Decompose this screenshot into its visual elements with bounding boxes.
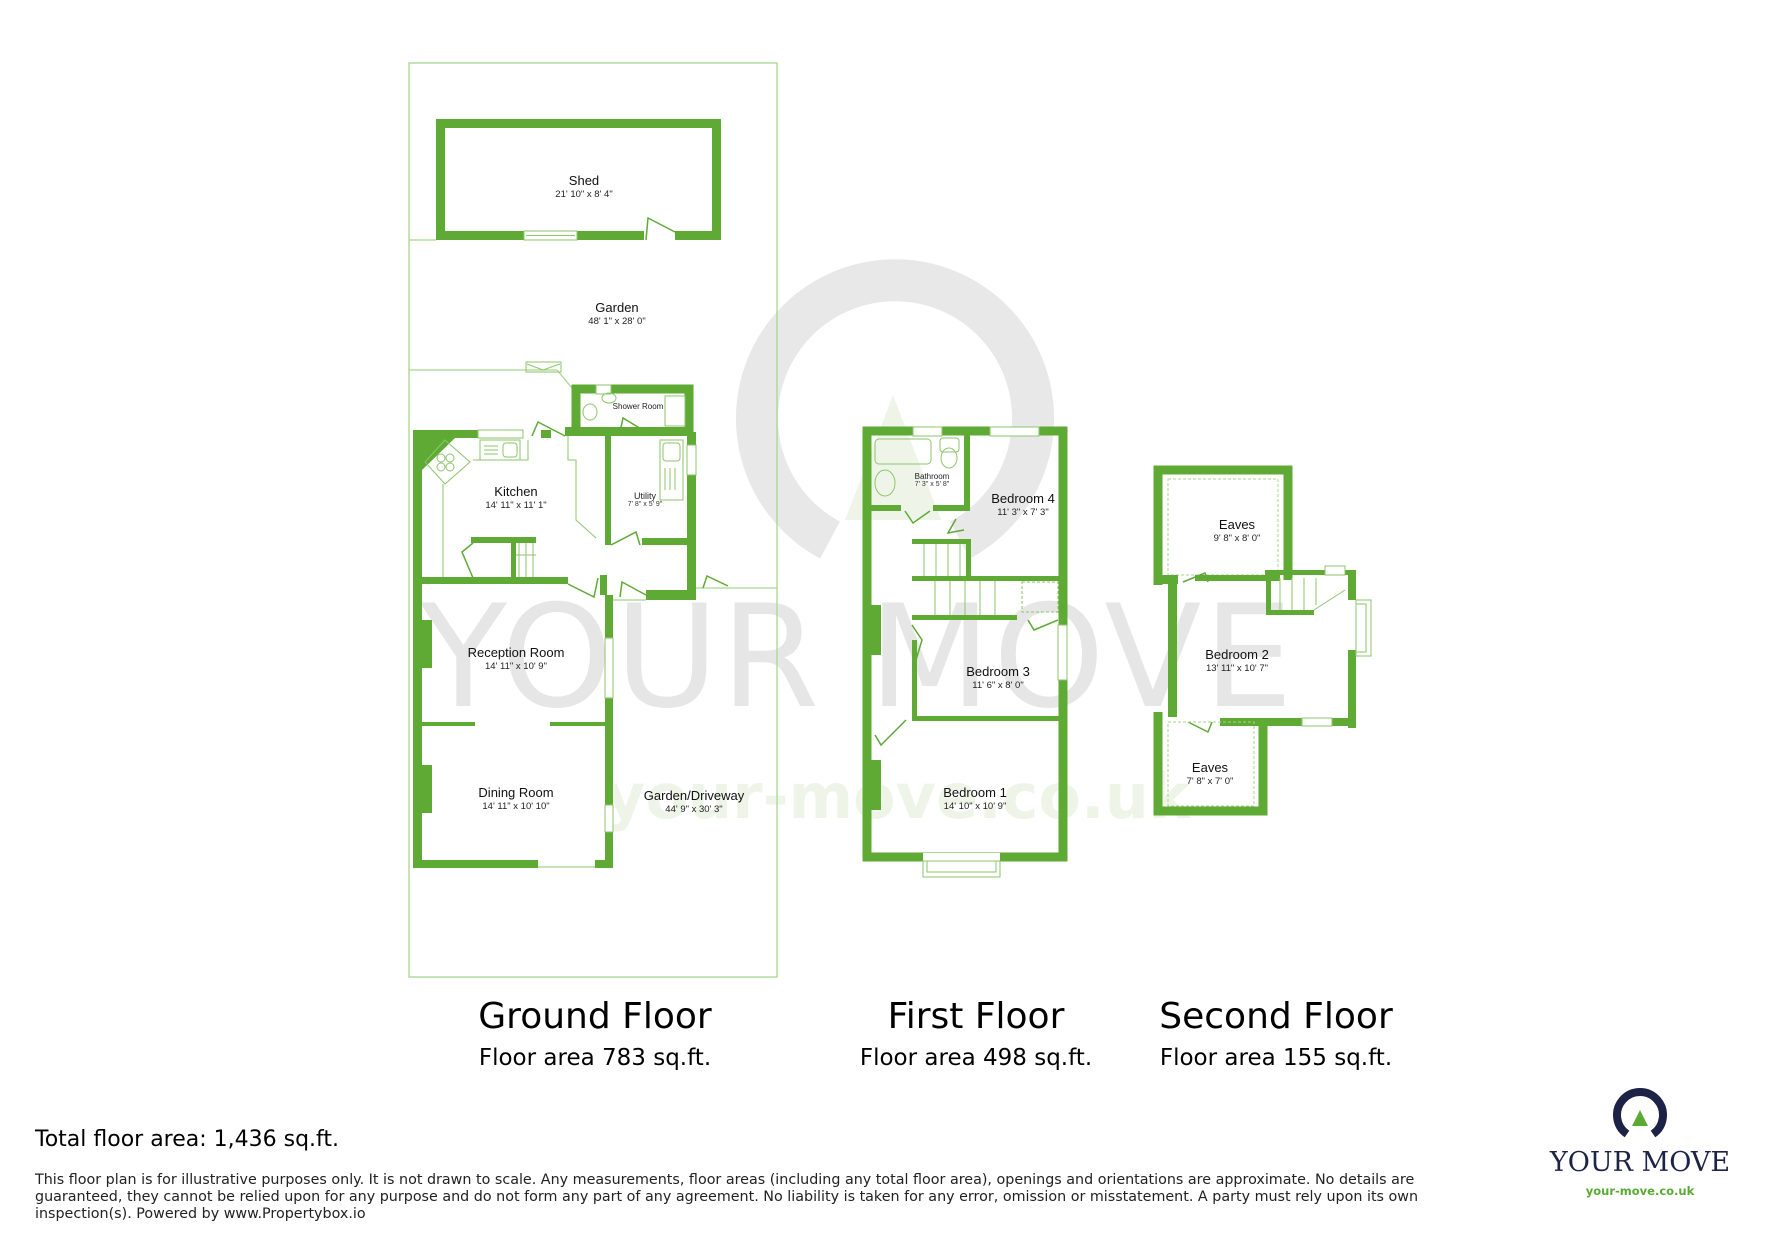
disclaimer-text: This floor plan is for illustrative purp… [35,1172,1419,1222]
room-bedroom-2: Bedroom 2 13' 11" x 10' 7" [1205,647,1269,674]
plot-boundary [408,62,778,978]
ground-floor-plan [408,62,778,978]
first-floor-area: Floor area 498 sq.ft. [859,1045,1093,1071]
room-bedroom-1: Bedroom 1 14' 10" x 10' 9" [943,785,1007,812]
shed [436,119,721,241]
room-garden: Garden 48' 1" x 28' 0" [588,300,646,327]
logo-url: your-move.co.uk [1585,1184,1695,1198]
room-bathroom: Bathroom 7' 3" x 5' 8" [914,472,950,488]
second-floor-title: Second Floor [1159,996,1393,1037]
your-move-ring-icon [1613,1088,1667,1138]
second-floor-area: Floor area 155 sq.ft. [1159,1045,1393,1071]
room-reception: Reception Room 14' 11" x 10' 9" [467,645,565,672]
ground-floor-area: Floor area 783 sq.ft. [478,1045,712,1071]
first-floor-title: First Floor [887,996,1065,1037]
your-move-logo: YOUR MOVE your-move.co.uk [1545,1086,1735,1198]
room-bedroom-3: Bedroom 3 11' 6" x 8' 0" [966,664,1030,691]
room-dining: Dining Room 14' 11" x 10' 10" [478,785,554,812]
room-kitchen: Kitchen 14' 11" x 11' 1" [485,484,547,511]
total-floor-area: Total floor area: 1,436 sq.ft. [35,1127,340,1152]
room-bedroom-4: Bedroom 4 11' 3" x 7' 3" [991,491,1055,518]
logo-name: YOUR MOVE [1549,1147,1731,1178]
room-eaves-upper: Eaves 9' 8" x 8' 0" [1213,517,1261,544]
room-shed: Shed 21' 10" x 8' 4" [555,173,613,200]
second-floor-plan [1153,465,1372,816]
room-eaves-lower: Eaves 7' 8" x 7' 0" [1186,760,1234,787]
main-house-ground [413,420,729,868]
room-garden-driveway: Garden/Driveway 44' 9" x 30' 3" [643,788,745,815]
room-utility: Utility 7' 8" x 5' 9" [627,491,663,508]
first-floor-plan [862,426,1068,878]
room-shower-room: Shower Room [612,402,664,411]
ground-floor-title: Ground Floor [478,996,712,1037]
